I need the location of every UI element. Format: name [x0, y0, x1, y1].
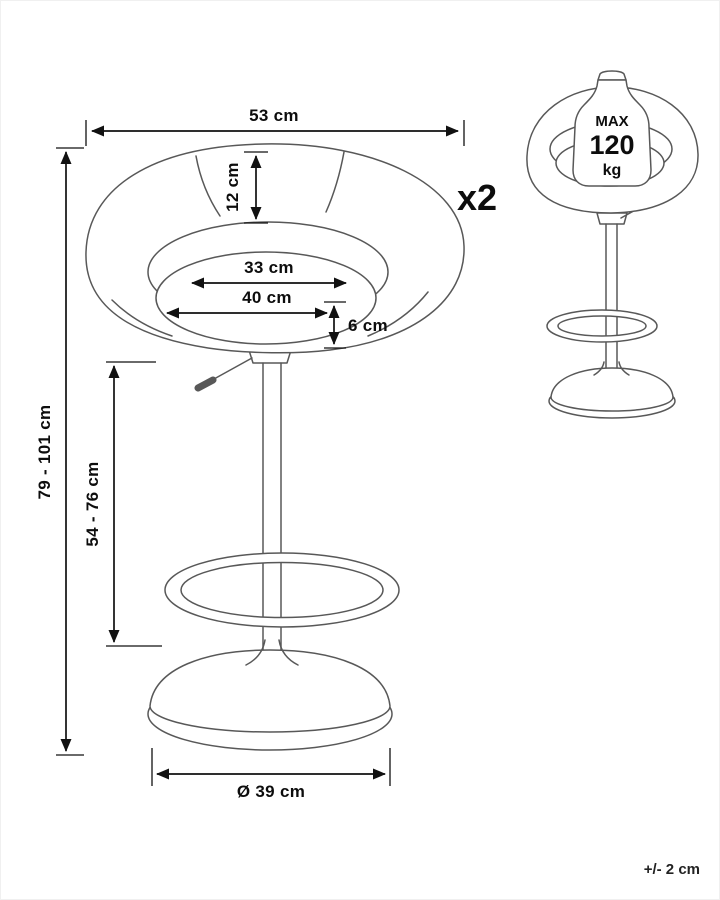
adjustment-lever: [194, 357, 253, 392]
footrest-ring: [164, 552, 400, 628]
dimension-seat-width: 40 cm: [166, 288, 328, 319]
dimension-seat-height: 54 - 76 cm: [83, 361, 162, 647]
gas-lift-column: [247, 346, 293, 651]
dimension-overall-width: 53 cm: [85, 106, 465, 146]
max-weight-word: MAX: [595, 113, 628, 130]
dimension-cushion-thickness: 6 cm: [324, 301, 388, 349]
backrest-seam-right: [325, 151, 345, 213]
label-backrest-depth: 12 cm: [223, 162, 242, 212]
label-overall-width: 53 cm: [249, 106, 299, 125]
base: [147, 639, 393, 751]
backrest-seam-left: [195, 155, 221, 217]
label-seat-width: 40 cm: [242, 288, 292, 307]
main-stool-drawing: [85, 143, 465, 751]
base-dome: [149, 649, 391, 733]
thumbnail-base: [548, 361, 676, 419]
thumbnail-column: [596, 212, 628, 393]
tolerance-note: +/- 2 cm: [644, 861, 700, 878]
dimension-base-diameter: Ø 39 cm: [151, 748, 391, 801]
label-overall-height: 79 - 101 cm: [35, 405, 54, 500]
max-weight-value: 120: [589, 130, 634, 160]
label-base-diameter: Ø 39 cm: [237, 782, 305, 801]
dimension-overall-height: 79 - 101 cm: [35, 147, 84, 756]
label-cushion-thickness: 6 cm: [348, 316, 388, 335]
thumbnail-stool-drawing: MAX 120 kg: [526, 70, 699, 419]
seat-seam-right: [367, 291, 429, 337]
label-seat-height: 54 - 76 cm: [83, 461, 102, 546]
label-seat-inner-width: 33 cm: [244, 258, 294, 277]
max-weight-icon: MAX 120 kg: [572, 70, 652, 187]
max-weight-unit: kg: [603, 162, 622, 179]
column-flare-right: [278, 639, 299, 666]
column-flare-left: [245, 639, 266, 666]
quantity-label: x2: [457, 177, 497, 218]
seat-cushion: [155, 251, 377, 345]
thumbnail-footrest-ring: [546, 309, 658, 343]
dimension-seat-inner-width: 33 cm: [191, 258, 347, 289]
seat: [85, 143, 465, 354]
dimension-backrest-depth: 12 cm: [223, 151, 268, 224]
seat-seam-left: [111, 299, 173, 337]
